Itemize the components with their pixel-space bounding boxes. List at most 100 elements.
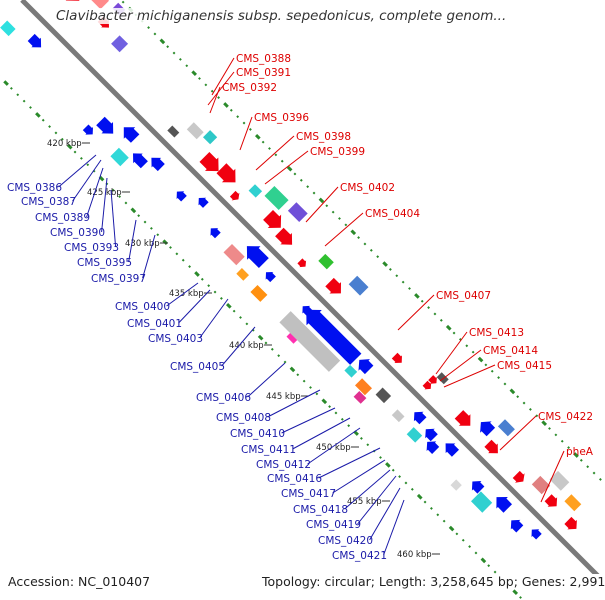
scale-tick-label: 435 kbp (169, 289, 204, 299)
reverse-gene-label: CMS_0390 (50, 227, 105, 239)
reverse-gene-label: CMS_0412 (256, 459, 311, 471)
gc-skew-dash (477, 356, 484, 363)
reverse-label-leader (332, 459, 386, 494)
reverse-gene-label: CMS_0411 (241, 444, 296, 456)
forward-label-leader (443, 364, 496, 388)
gc-skew-dash (366, 443, 370, 447)
gc-skew-dash (79, 156, 83, 160)
scale-tick-label: 425 kbp (87, 188, 122, 198)
gc-skew-dash (548, 427, 551, 430)
gc-skew-dash (60, 137, 64, 141)
reverse-gene-arrow (82, 124, 93, 135)
gc-skew-dash (3, 80, 9, 86)
gc-skew-dash (29, 106, 32, 109)
gc-skew-dash (379, 456, 382, 459)
forward-gene-arrow (454, 410, 471, 426)
forward-gene-arrow (186, 122, 204, 140)
gc-skew-dash (388, 267, 392, 271)
reverse-label-leader (247, 362, 286, 398)
gc-skew-dash (147, 26, 150, 29)
gc-skew-dash (232, 309, 236, 313)
gc-skew-dash (357, 236, 360, 240)
reverse-gene-arrow (344, 364, 358, 378)
topology-text: Topology: circular; Length: 3,258,645 bp… (262, 574, 605, 589)
gc-skew-dash (217, 96, 220, 99)
gc-skew-dash (321, 398, 328, 405)
gc-skew-dash (408, 287, 411, 290)
reverse-gene-label: CMS_0410 (230, 428, 285, 440)
reverse-label-leader (142, 234, 156, 279)
reverse-gene-arrow (250, 285, 268, 302)
gc-skew-dash (338, 217, 341, 220)
gc-skew-dash (169, 246, 172, 249)
gc-skew-dash (283, 360, 287, 364)
reverse-gene-label: CMS_0418 (293, 504, 348, 516)
reverse-gene-label: CMS_0419 (306, 519, 361, 531)
gc-skew-dash (468, 545, 472, 549)
gc-skew-dash (22, 99, 26, 103)
reverse-gene-label: CMS_0393 (64, 242, 119, 254)
gc-skew-dash (306, 185, 310, 189)
gc-skew-dash (48, 125, 51, 128)
gc-skew-dash (248, 127, 252, 131)
gc-skew-dash (261, 140, 265, 144)
forward-gene-arrow (544, 494, 558, 507)
gc-skew-dash (223, 102, 229, 108)
forward-gene-label: CMS_0422 (538, 411, 593, 423)
gc-skew-dash (299, 178, 303, 182)
reverse-label-leader (58, 154, 97, 188)
gc-skew-dash (480, 557, 487, 564)
reverse-gene-arrow (27, 33, 42, 48)
gc-skew-dash (73, 150, 77, 154)
gc-skew-dash (401, 280, 405, 284)
gc-skew-dash (340, 417, 344, 421)
gc-skew-dash (191, 70, 198, 77)
forward-gene-label: CMS_0398 (296, 131, 351, 143)
forward-label-leader (211, 57, 235, 96)
gc-skew-dash (487, 564, 491, 568)
reverse-gene-label: CMS_0386 (7, 182, 62, 194)
forward-gene-arrow (428, 375, 437, 384)
gc-skew-dash (268, 147, 271, 150)
gene-features (0, 0, 582, 540)
gc-skew-dash (465, 344, 469, 348)
gc-skew-dash (474, 551, 478, 555)
gc-skew-dash (391, 468, 395, 472)
reverse-gene-label: CMS_0406 (196, 392, 251, 404)
forward-gene-arrow (480, 421, 496, 437)
gc-skew-dash (188, 265, 191, 268)
gc-skew-dash (522, 401, 526, 405)
gc-skew-dash (143, 220, 147, 224)
gc-skew-dash (213, 290, 217, 294)
reverse-gene-arrow (176, 191, 187, 202)
gc-skew-dash (452, 331, 456, 335)
reverse-label-leader (267, 389, 321, 418)
forward-gene-arrow (263, 210, 282, 228)
forward-gene-arrow (91, 0, 109, 10)
gc-skew-dash (41, 118, 45, 122)
reverse-label-leader (178, 289, 211, 324)
gc-skew-dash (554, 433, 558, 437)
reverse-gene-arrow (210, 228, 221, 239)
reverse-gene-label: CMS_0417 (281, 488, 336, 500)
forward-gene-arrow (564, 494, 582, 512)
forward-label-leader (305, 186, 339, 223)
gc-skew-dash (395, 274, 399, 278)
forward-gene-arrow (248, 184, 263, 198)
scale-tick-label: 440 kbp (229, 341, 264, 351)
gc-skew-dash (257, 334, 264, 341)
gc-skew-dash (309, 386, 312, 389)
forward-gene-label: CMS_0414 (483, 345, 538, 357)
reverse-gene-arrow (236, 268, 249, 281)
forward-gene-label: CMS_0407 (436, 290, 491, 302)
reverse-label-leader (199, 298, 229, 339)
gc-skew-dash (363, 242, 367, 246)
gc-skew-dash (503, 382, 507, 386)
forward-label-leader (499, 415, 537, 451)
gc-skew-dash (270, 347, 274, 351)
gc-skew-dash (490, 369, 494, 373)
reverse-gene-arrow (133, 153, 148, 169)
reverse-label-leader (101, 177, 108, 233)
